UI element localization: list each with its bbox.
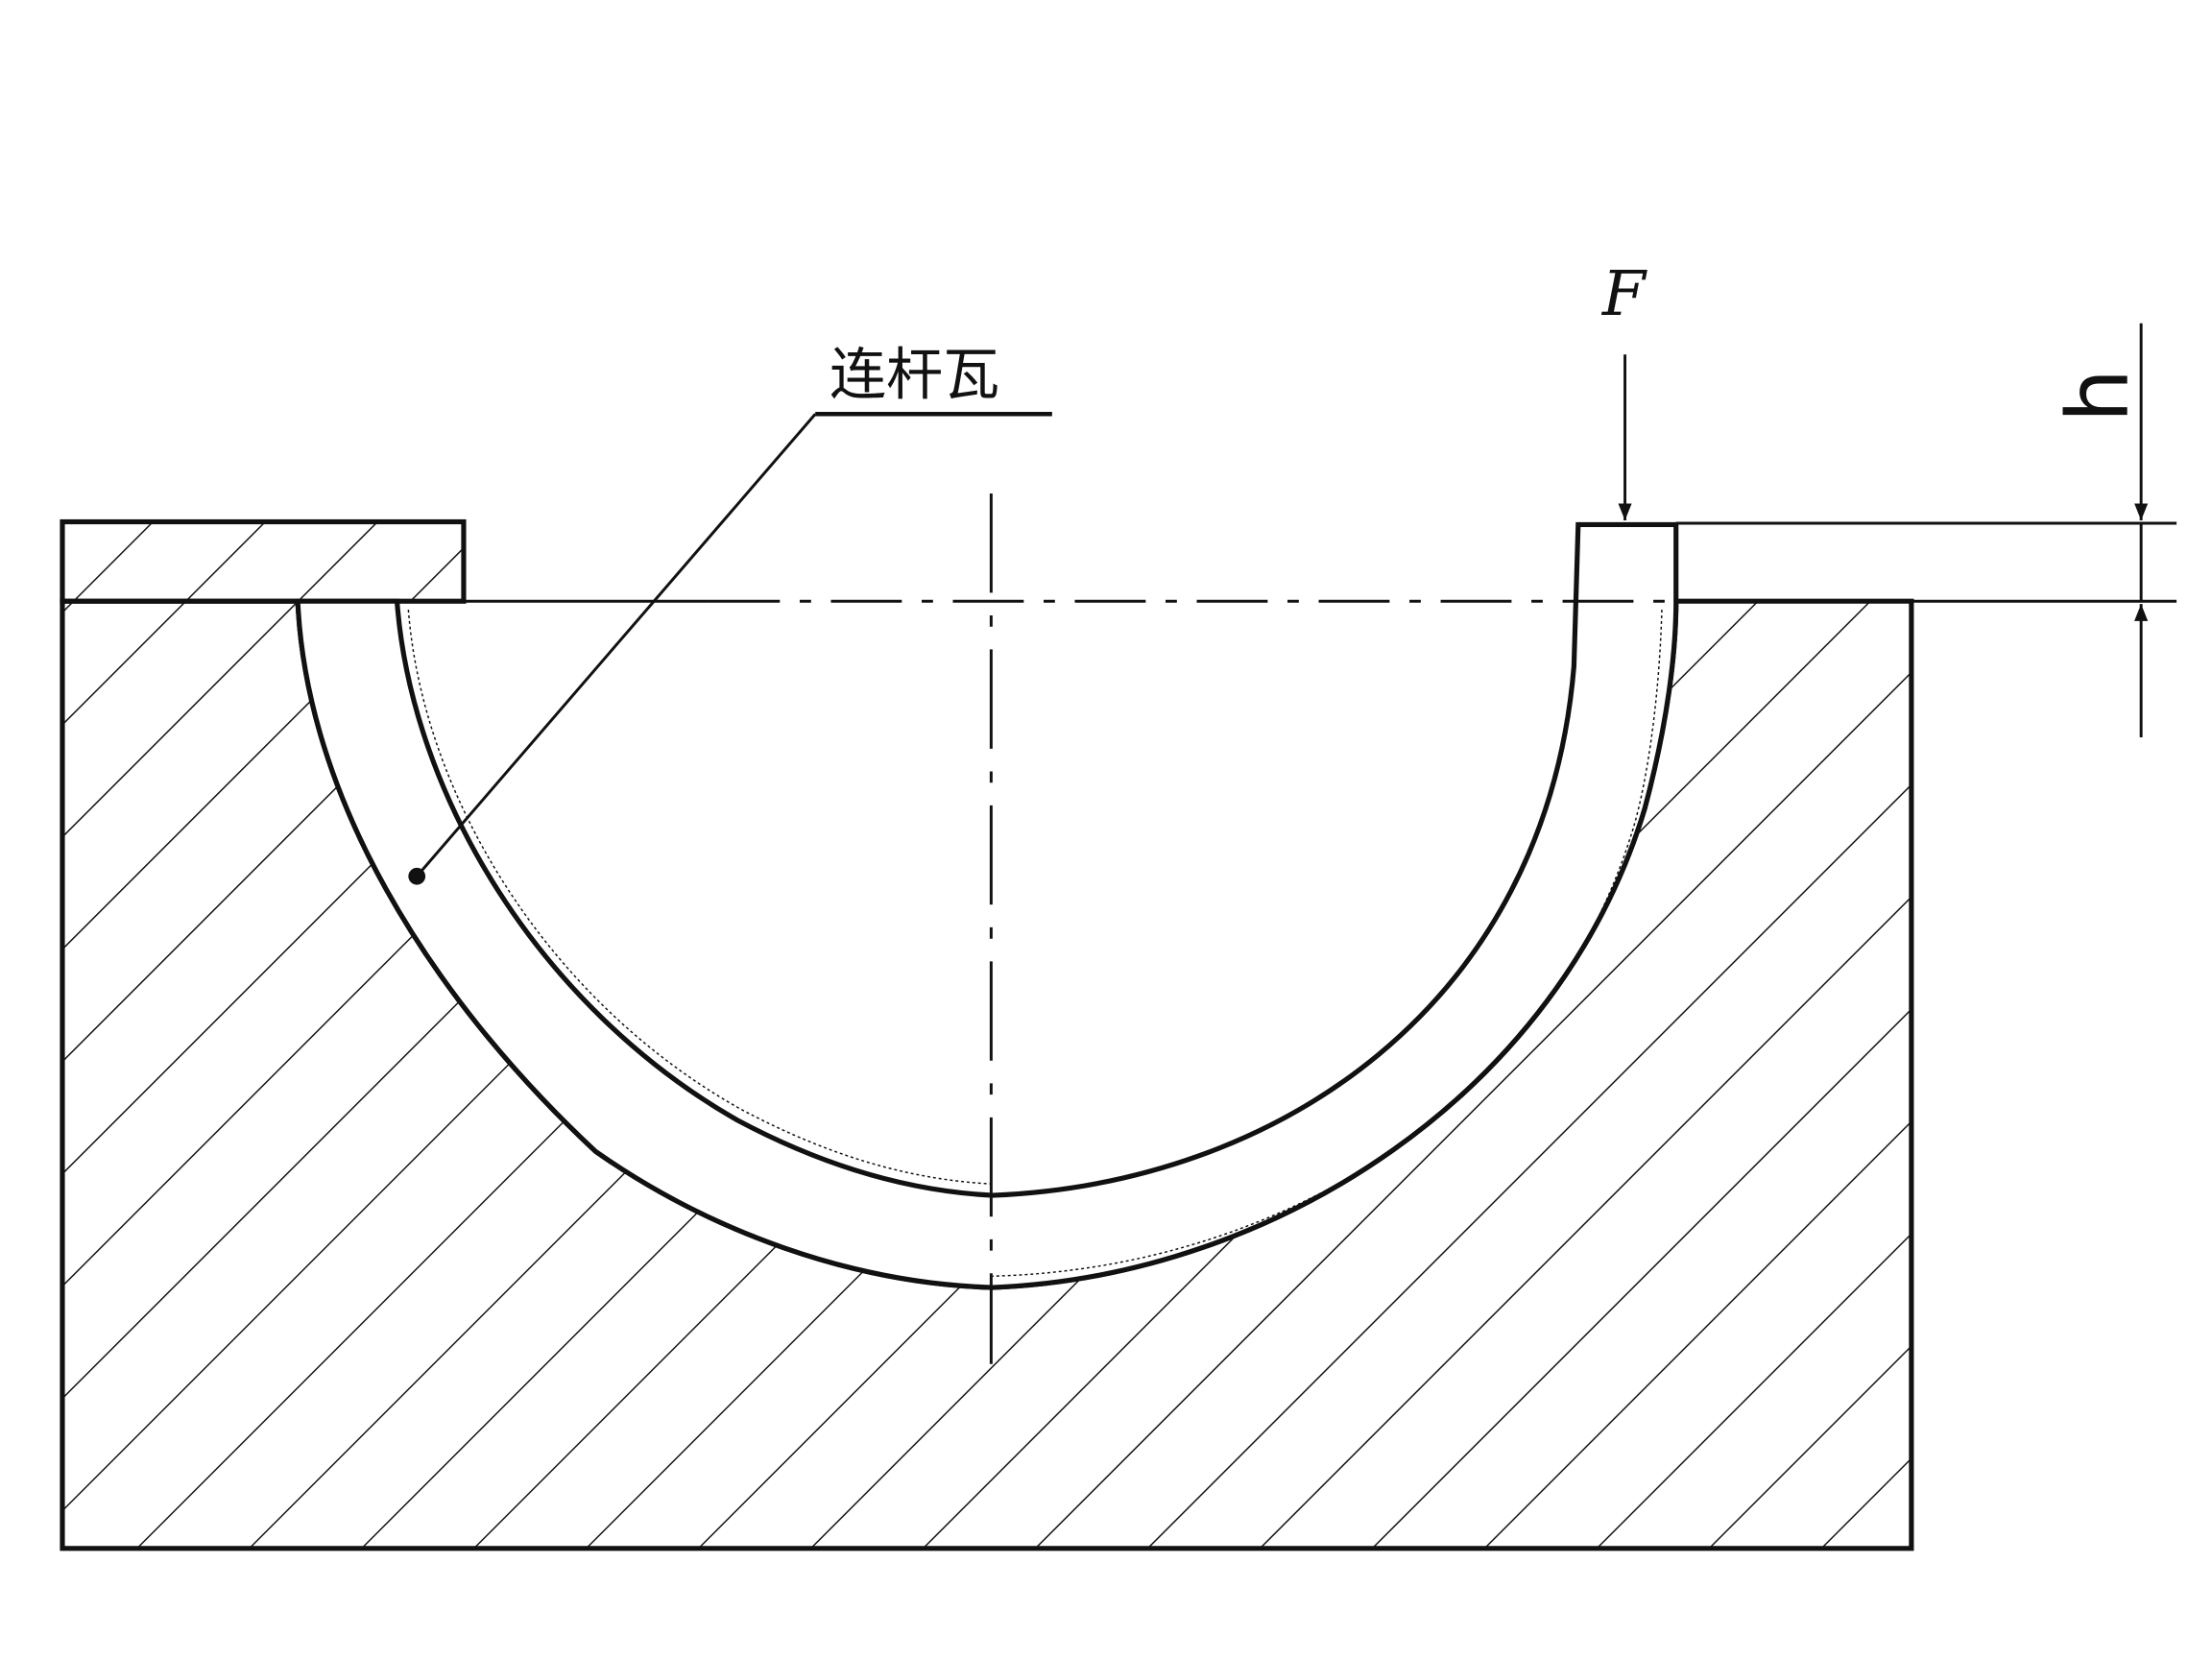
leader-line bbox=[416, 413, 817, 878]
shell-outer-liner bbox=[992, 610, 1663, 1277]
part-label: 连杆瓦 bbox=[830, 342, 999, 408]
force-label: F bbox=[1601, 258, 1647, 330]
top-plate bbox=[60, 518, 467, 604]
bearing-shell bbox=[295, 521, 1679, 1290]
height-label: h bbox=[2048, 369, 2147, 422]
shell-inner-liner bbox=[407, 610, 993, 1185]
